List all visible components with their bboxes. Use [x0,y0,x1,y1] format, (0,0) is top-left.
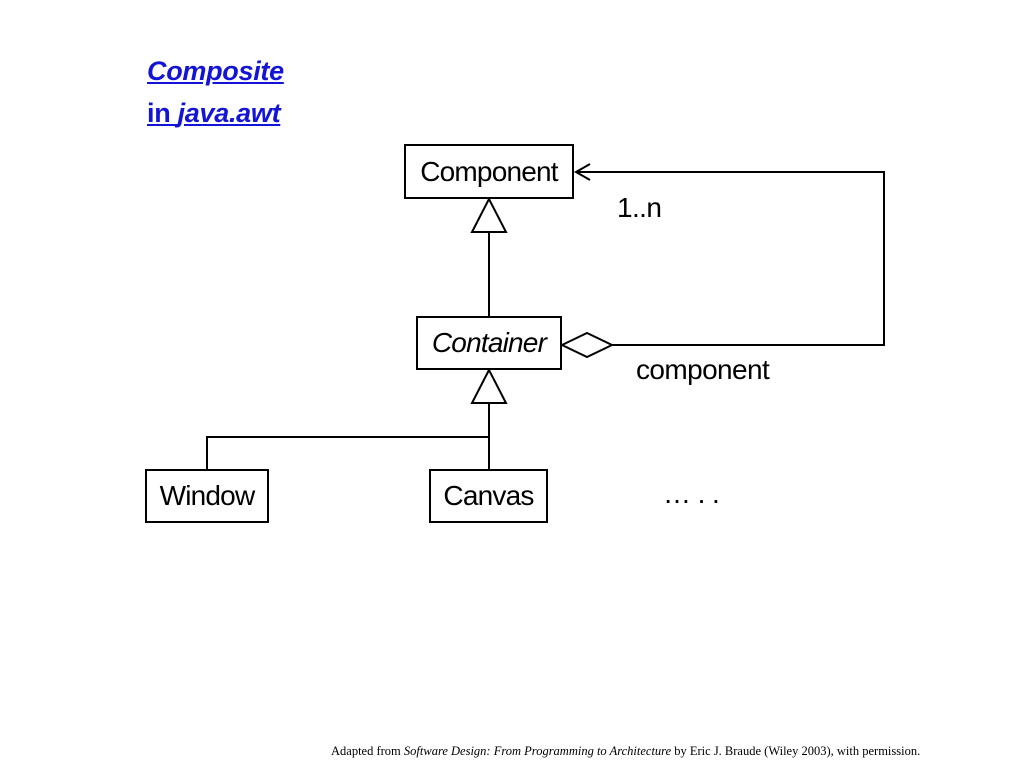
slide-title-line1: Composite [147,56,284,86]
slide-title-line2: in java.awt [147,98,281,128]
title-prefix: in [147,98,178,128]
class-component: Component [404,144,574,199]
aggregation-diamond [559,331,615,359]
more-subclasses-ellipsis: … . . [663,478,720,509]
class-window: Window [145,469,269,523]
class-container: Container [416,316,562,370]
class-canvas: Canvas [429,469,548,523]
navigation-arrowhead [573,163,591,181]
credit-prefix: Adapted from [331,744,404,758]
source-credit: Adapted from Software Design: From Progr… [331,744,920,759]
aggregation-line [576,171,885,346]
generalization-arrow-container [470,367,508,404]
generalization-arrow-component [470,196,508,233]
credit-book-title: Software Design: From Programming to Arc… [403,744,672,758]
multiplicity-label: 1..n [617,192,662,223]
credit-suffix: by Eric J. Braude (Wiley 2003), with per… [671,744,921,758]
title-package: java.awt [177,98,281,128]
role-label: component [636,354,770,385]
window-to-container-line [206,436,489,470]
